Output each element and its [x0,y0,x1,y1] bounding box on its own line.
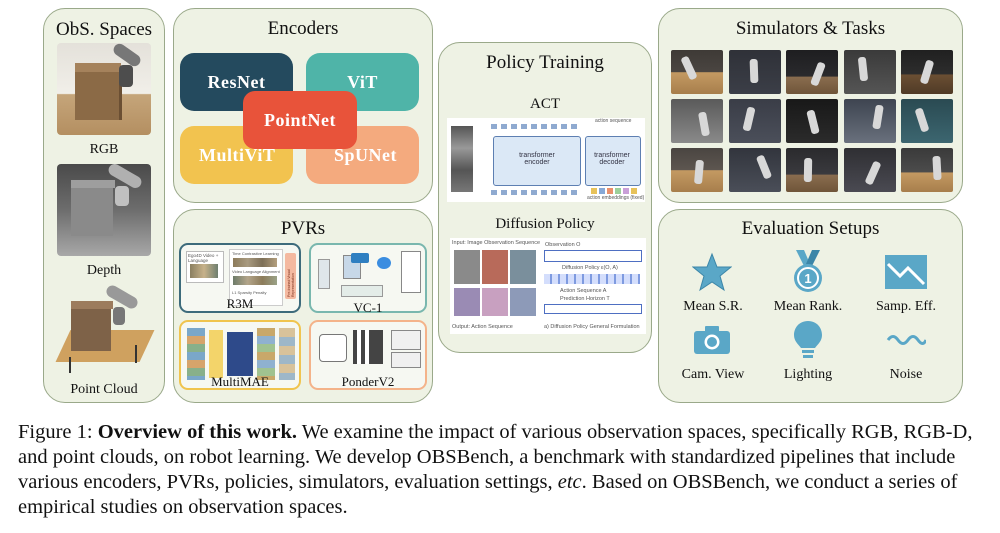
diffusion-formulation-text: a) Diffusion Policy General Formulation [544,324,640,330]
diffusion-obs-text: Observation O [545,242,581,248]
simulator-task-thumbnail [843,50,896,94]
pvr-vc1-label: VC-1 [353,300,383,315]
camera-icon [694,326,730,354]
encoder-multivit-label: MultiViT [199,144,276,165]
eval-samp-eff-label: Samp. Eff. [875,299,936,314]
diffusion-input-text: Input: Image Observation Sequence [452,240,541,246]
robot-arm-shape [914,107,930,133]
eval-noise-label: Noise [889,367,923,382]
caption-text-2: . Based on OBSBench, we conduct a series… [18,471,958,518]
act-decoder-text: transformer decoder [594,152,630,166]
caption-bold: Overview of this work. [97,421,297,443]
depth-image [57,164,151,256]
evaluation-title: Evaluation Setups [741,218,880,239]
lightbulb-icon [794,321,822,358]
diffusion-label: Diffusion Policy [495,216,595,232]
simulator-task-thumbnail [786,148,838,192]
simulator-task-thumbnail [901,99,953,143]
robot-arm-shape [871,104,884,130]
robot-arm-shape [697,111,711,137]
act-encoder-text: transformer encoder [519,152,555,166]
star-icon [692,252,732,292]
simulator-task-thumbnail [728,99,781,143]
r3m-text-3: Video Language Alignment [232,269,280,274]
trend-chart-icon [885,255,927,289]
robot-arm-shape [755,154,772,180]
simulator-task-thumbnail [728,148,781,192]
simulator-task-thumbnail [843,99,896,143]
caption-etc: etc [557,471,582,493]
pvr-multimae-figure [179,320,301,390]
diffusion-horizon-text: Prediction Horizon T [560,296,610,302]
encoder-pointnet-label: PointNet [264,109,336,130]
pvr-multimae-label: MultiMAE [211,374,269,389]
wave-icon [886,335,926,345]
diffusion-figure: Input: Image Observation Sequence Observ… [450,238,646,334]
encoder-spunet-label: SpUNet [333,144,397,165]
act-bottom-text: action embeddings (fixed) [587,195,645,201]
simulator-grid [671,50,953,194]
robot-arm-shape [803,157,813,183]
robot-arm-shape [680,55,698,81]
simulator-task-thumbnail [901,50,953,94]
robot-arm-shape [932,155,942,181]
figure-caption: Figure 1: Overview of this work. We exam… [18,420,986,520]
act-top-text: action sequence [595,118,632,124]
depth-label: Depth [86,263,122,278]
eval-mean-sr-label: Mean S.R. [683,299,743,314]
r3m-text-4: L1 Sparsity Penalty [232,290,267,295]
act-figure: action sequence transformer encoder tran… [447,118,645,202]
eval-lighting-label: Lighting [783,367,833,382]
point-cloud-label: Point Cloud [70,382,138,397]
r3m-text-2: Time Contrastive Learning [232,251,279,256]
point-cloud-image [55,285,155,377]
rgb-image [57,43,151,135]
simulator-task-thumbnail [901,148,953,192]
pvr-r3m-figure: Ego4D Video + Language Time Contrastive … [179,243,301,313]
act-label: ACT [530,96,560,112]
robot-arm-shape [863,160,882,186]
r3m-side-text: Pre-trained Visual Representation [287,269,295,297]
medal-icon: 1 [794,250,822,292]
caption-text-1: We examine the impact of various observa… [18,421,973,493]
pvr-ponderv2-figure [309,320,427,390]
encoder-pointnet: PointNet [243,91,357,149]
robot-arm-shape [919,59,935,85]
eval-cam-view-label: Cam. View [681,367,745,382]
eval-mean-rank-label: Mean Rank. [773,299,843,314]
pvr-ponderv2-label: PonderV2 [341,374,395,389]
pvr-vc1-figure [309,243,427,313]
simulator-task-thumbnail [843,148,896,192]
robot-arm-shape [806,109,820,135]
robot-arm-shape [749,58,758,84]
simulator-task-thumbnail [786,99,838,143]
rgb-label: RGB [89,142,119,157]
diffusion-action-text: Action Sequence A [560,288,607,294]
robot-arm-shape [857,56,868,82]
policy-title: Policy Training [486,52,604,73]
robot-arm-shape [693,159,705,185]
simulator-task-thumbnail [671,50,723,94]
robot-arm-shape [809,61,827,87]
robot-arm-shape [741,106,756,132]
encoder-vit-label: ViT [347,71,378,92]
simulator-task-thumbnail [728,50,781,94]
simulator-task-thumbnail [786,50,838,94]
r3m-text-1: Ego4D Video + Language [188,253,219,263]
simulators-title: Simulators & Tasks [735,18,886,39]
pvrs-title: PVRs [280,218,326,239]
simulator-task-thumbnail [671,148,723,192]
svg-text:1: 1 [804,271,811,286]
diffusion-policy-text: Diffusion Policy ε(O, A) [562,265,618,271]
pvr-r3m-label: R3M [226,296,254,311]
simulator-task-thumbnail [671,99,723,143]
caption-prefix: Figure 1: [18,421,98,443]
diffusion-output-text: Output: Action Sequence [452,324,513,330]
obs-spaces-title: ObS. Spaces [55,19,153,40]
evaluation-panel: Evaluation Setups [658,209,963,403]
encoders-title: Encoders [267,18,339,39]
encoder-resnet-label: ResNet [207,71,266,92]
